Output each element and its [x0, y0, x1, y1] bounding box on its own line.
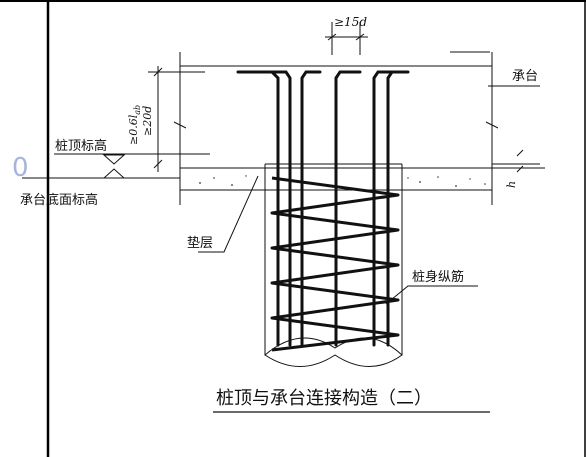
cap-outline [173, 51, 545, 205]
anchor-b-label: ≥20d [141, 106, 154, 136]
pile-top-elevation-label: 桩顶标高 [55, 138, 107, 154]
cover-label: h [505, 181, 518, 188]
cushion-hatch [199, 175, 486, 187]
spiral-stirrup [270, 176, 400, 352]
longitudinal-rebar-label: 桩身纵筋 [412, 269, 464, 285]
cap-label: 承台 [512, 69, 538, 84]
longitudinal-rebars [236, 70, 410, 347]
lap-dimension [325, 22, 368, 55]
light-marker: 0 [12, 153, 29, 183]
elevation-markers [22, 153, 210, 179]
cushion-leader [198, 175, 259, 253]
cap-bottom-elevation-label: 承台底面标高 [20, 192, 98, 208]
diagram-title: 桩顶与承台连接构造（二） [216, 388, 432, 409]
anchor-dimension [148, 66, 205, 172]
rebar-leader [385, 285, 478, 305]
cover-dimension [492, 149, 540, 173]
anchor-a-label: ≥0.6lab [127, 105, 142, 145]
lap-length-label: ≥15d [334, 15, 367, 29]
cushion-label: 垫层 [187, 235, 213, 251]
pile-body [264, 163, 403, 367]
